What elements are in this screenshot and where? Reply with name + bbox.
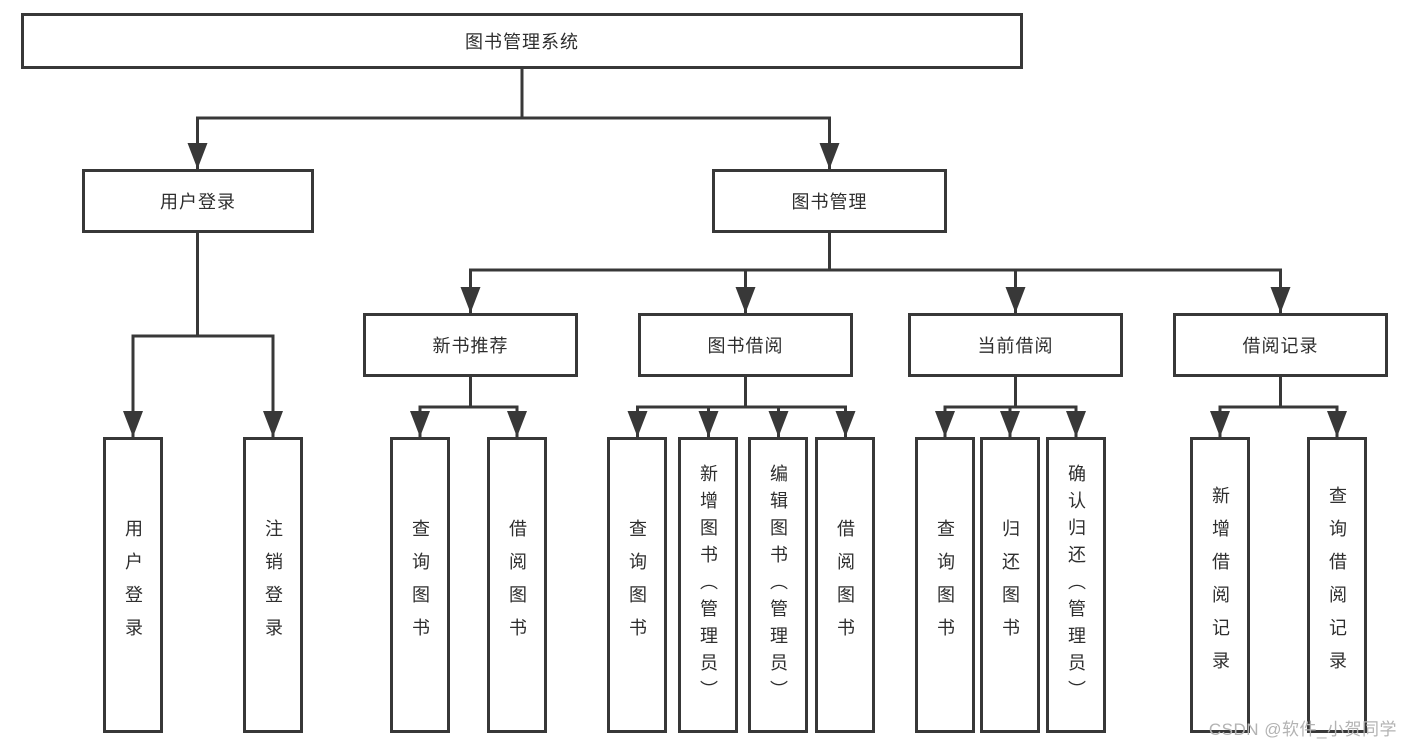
leaf-return-book: 归还图书 [980,437,1040,733]
leaf-borrow-book-label: 借阅图书 [835,519,855,651]
leaf-borrow-book-recommend: 借阅图书 [487,437,547,733]
leaf-user-login: 用户登录 [103,437,163,733]
leaf-logout: 注销登录 [243,437,303,733]
leaf-borrow-book-recommend-label: 借阅图书 [507,519,527,651]
node-new-book-recommend: 新书推荐 [363,313,578,377]
leaf-query-book-recommend: 查询图书 [390,437,450,733]
node-user-login: 用户登录 [82,169,314,233]
node-borrow-record: 借阅记录 [1173,313,1388,377]
node-current-borrow: 当前借阅 [908,313,1123,377]
node-book-borrow: 图书借阅 [638,313,853,377]
leaf-logout-label: 注销登录 [263,519,283,651]
leaf-user-login-label: 用户登录 [123,519,143,651]
leaf-return-book-label: 归还图书 [1000,519,1020,651]
leaf-query-book-borrow-label: 查询图书 [627,519,647,651]
leaf-query-book-current-label: 查询图书 [935,519,955,651]
leaf-confirm-return-admin-label: 确认归还（管理员） [1066,463,1086,707]
leaf-confirm-return-admin: 确认归还（管理员） [1046,437,1106,733]
leaf-query-borrow-record: 查询借阅记录 [1307,437,1367,733]
leaf-query-book-recommend-label: 查询图书 [410,519,430,651]
leaf-borrow-book: 借阅图书 [815,437,875,733]
leaf-query-book-borrow: 查询图书 [607,437,667,733]
leaf-add-book-admin: 新增图书（管理员） [678,437,738,733]
leaf-query-borrow-record-label: 查询借阅记录 [1327,486,1347,684]
node-book-management: 图书管理 [712,169,947,233]
leaf-add-borrow-record-label: 新增借阅记录 [1210,486,1230,684]
leaf-edit-book-admin-label: 编辑图书（管理员） [768,463,788,707]
leaf-query-book-current: 查询图书 [915,437,975,733]
leaf-add-book-admin-label: 新增图书（管理员） [698,463,718,707]
leaf-add-borrow-record: 新增借阅记录 [1190,437,1250,733]
leaf-edit-book-admin: 编辑图书（管理员） [748,437,808,733]
csdn-watermark: CSDN @软件_小贺同学 [1208,720,1397,739]
node-root: 图书管理系统 [21,13,1023,69]
